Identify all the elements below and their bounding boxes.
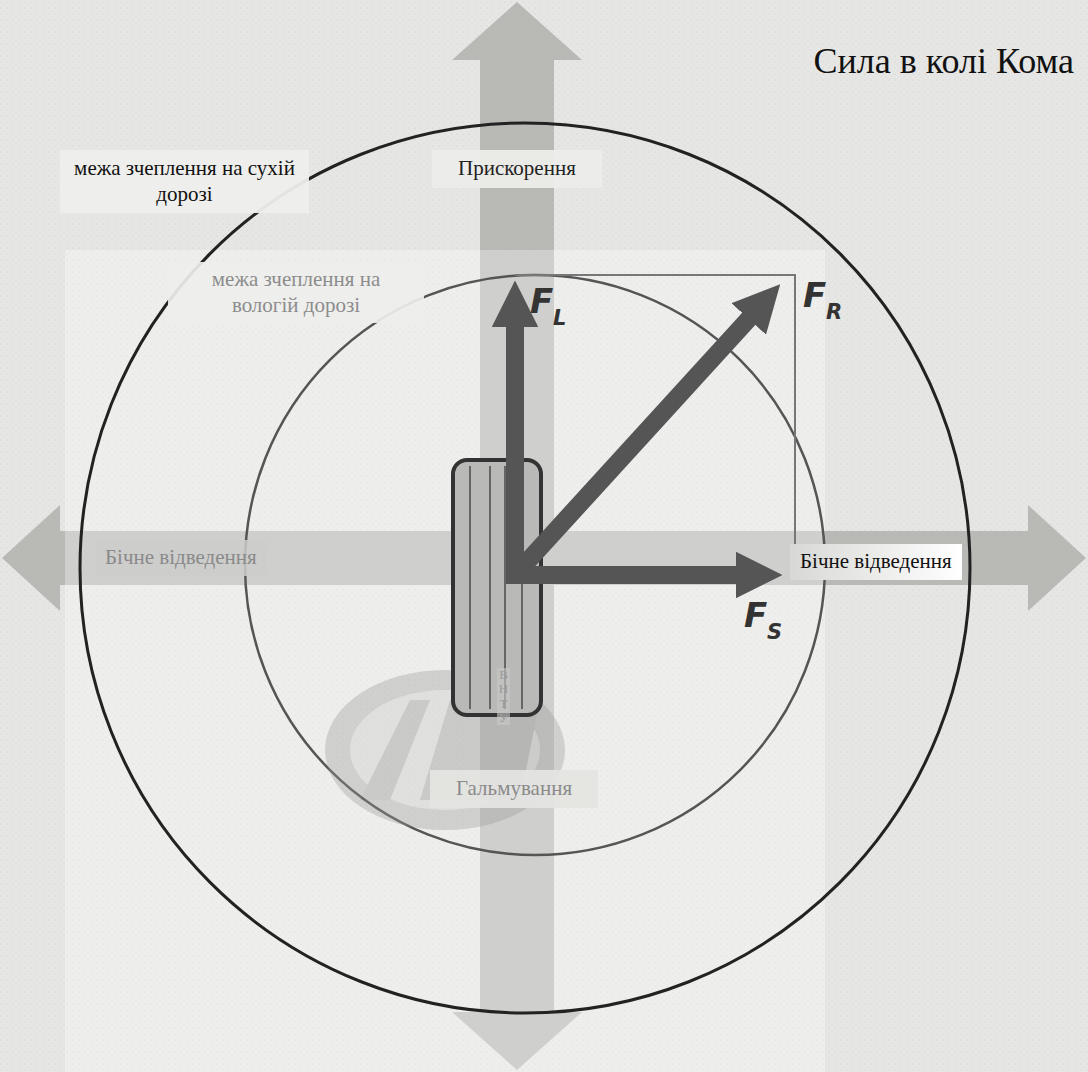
force-subscript: S (767, 622, 782, 643)
force-subscript: L (553, 308, 566, 329)
force-arrows (506, 312, 755, 584)
label-text: Бічне відведення (105, 545, 257, 571)
force-rectangle (515, 275, 795, 575)
label-text: Гальмування (456, 776, 572, 802)
force-symbol: F (530, 284, 553, 318)
force-symbol: F (803, 278, 826, 312)
tire-groove (469, 466, 471, 709)
overlay-panel (65, 250, 825, 1072)
dry-grip-circle (80, 123, 970, 1013)
wet-grip-circle (245, 275, 825, 855)
label-text: Прискорення (458, 156, 576, 182)
tire-groove (489, 466, 491, 709)
label-box: Гальмування (430, 770, 598, 808)
label-text: межа зчеплення на вологій дорозі (178, 267, 414, 318)
force-symbol: F (744, 598, 767, 632)
diagram-title: Сила в колі Кома (814, 40, 1074, 82)
label-box: Бічне відведення (95, 540, 267, 576)
label-box: межа зчеплення на сухій дорозі (60, 150, 309, 213)
label-box: Бічне відведення (790, 544, 962, 580)
label-box: межа зчеплення на вологій дорозі (168, 262, 424, 323)
watermark-text: ВНТУ (497, 668, 510, 725)
force-subscript: R (826, 302, 842, 323)
label-text: Бічне відведення (800, 549, 952, 575)
label-text: межа зчеплення на сухій дорозі (70, 156, 299, 207)
label-box: Прискорення (432, 150, 602, 188)
